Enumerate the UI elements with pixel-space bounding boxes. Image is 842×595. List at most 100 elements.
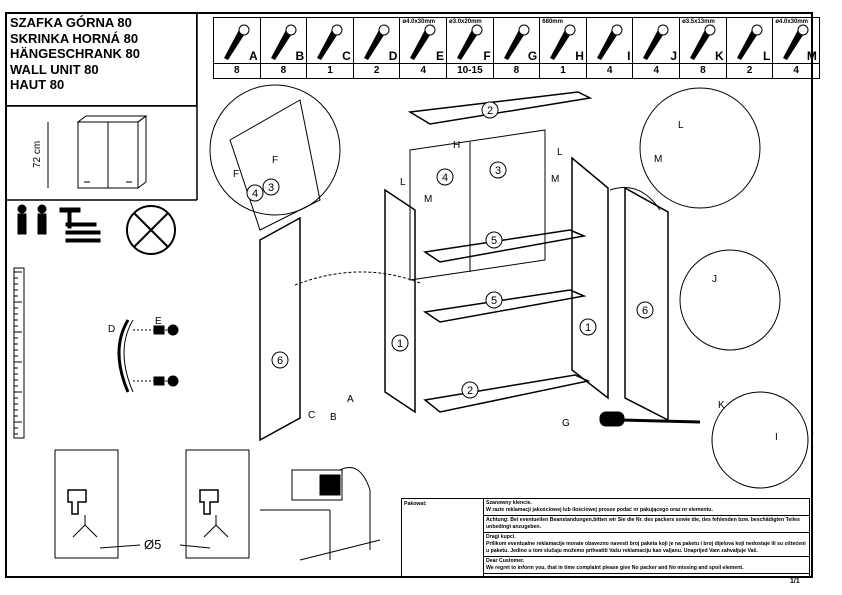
part-quantity: 2 — [726, 63, 773, 78]
part-spec: ø4.0x30mm — [402, 19, 436, 25]
svg-text:1: 1 — [585, 322, 591, 334]
title-line: WALL UNIT 80 — [10, 61, 99, 77]
note-line: Prilikom eventualne reklamacije morate o… — [486, 541, 806, 554]
part-letter: J — [670, 49, 678, 63]
callout-j: J — [712, 274, 717, 285]
part-letter: B — [295, 49, 305, 63]
part-number-1: 1 — [579, 318, 597, 336]
part-quantity: 4 — [773, 63, 819, 78]
part-quantity: 4 — [400, 63, 447, 78]
part-number-3: 3 — [489, 161, 507, 179]
svg-text:6: 6 — [642, 305, 648, 317]
detail-inset-back-panel — [209, 84, 341, 216]
title-line: HÄNGESCHRANK 80 — [10, 46, 141, 61]
callout-l: L — [678, 120, 684, 131]
svg-text:2: 2 — [487, 105, 493, 117]
part-spec: 680mm — [542, 19, 563, 25]
part-letter: H — [575, 49, 584, 63]
cabinet-preview: 72 cm — [32, 115, 148, 189]
svg-text:2: 2 — [467, 385, 473, 397]
part-spec: ø4.0x30mm — [775, 19, 808, 25]
callout-f: F — [233, 169, 239, 180]
drill-template-left — [54, 449, 119, 559]
callout-h: H — [453, 140, 460, 151]
back-panel-3 — [409, 129, 546, 281]
title-line: HAUT 80 — [10, 77, 65, 92]
shelf-5b — [422, 289, 587, 323]
packer-label: Pakowat: — [402, 499, 484, 576]
part-quantity: 8 — [680, 63, 726, 78]
part-quantity: 4 — [586, 63, 633, 78]
ruler — [13, 267, 25, 439]
screw-icon — [690, 24, 716, 60]
callout-l: L — [400, 177, 406, 188]
part-i: I 4 — [586, 18, 634, 78]
screw-icon — [410, 24, 436, 60]
svg-text:5: 5 — [491, 235, 497, 247]
callout-c: C — [308, 410, 315, 421]
part-number-6: 6 — [636, 301, 654, 319]
detail-inset-hinge — [711, 391, 809, 489]
shelf-pin-icon — [503, 24, 530, 60]
callout-k: K — [718, 400, 725, 411]
side-panel-1-right — [571, 156, 609, 400]
part-quantity: 1 — [307, 63, 353, 78]
part-b: B 8 — [260, 18, 308, 78]
note-line: Szanowny klencie. — [486, 500, 532, 506]
part-spec: ø3.0x20mm — [449, 19, 482, 25]
part-letter: F — [483, 49, 491, 63]
allen-key-icon — [317, 24, 343, 60]
part-letter: L — [762, 49, 771, 63]
part-letter: G — [527, 49, 538, 63]
height-label: 72 cm — [32, 141, 43, 168]
part-number-2: 2 — [481, 101, 499, 119]
part-quantity: 1 — [540, 63, 586, 78]
hanger-bracket-icon — [736, 24, 763, 60]
page-frame — [5, 12, 813, 578]
label-e: E — [155, 316, 162, 327]
part-quantity: 8 — [214, 63, 260, 78]
part-letter: E — [436, 49, 445, 63]
part-number-5: 5 — [485, 291, 503, 309]
part-spec: ø3.5x13mm — [682, 19, 715, 25]
label-d: D — [108, 324, 115, 335]
part-m: ø4.0x30mm M 4 — [773, 18, 819, 78]
wooden-dowel-icon — [270, 24, 297, 60]
svg-text:1: 1 — [397, 338, 403, 350]
part-quantity: 10-15 — [447, 63, 493, 78]
detail-inset-hanger — [639, 87, 761, 209]
drill-diameter: Ø5 — [144, 537, 161, 552]
callout-i: I — [775, 432, 778, 443]
part-f: ø3.0x20mm F 10-15 — [447, 18, 494, 78]
callout-f: F — [272, 155, 278, 166]
part-number-5: 5 — [485, 231, 503, 249]
callout-m: M — [654, 154, 662, 165]
hinge-icon — [596, 24, 623, 60]
part-number-6: 6 — [271, 351, 289, 369]
part-quantity: 2 — [353, 63, 400, 78]
note-line: Dragi kupci. — [486, 534, 516, 540]
screw-icon — [457, 24, 483, 60]
back-panel-icon — [550, 24, 576, 60]
callout-m: M — [424, 194, 432, 205]
side-panel-1-left — [384, 188, 416, 414]
no-power-drill-icon — [126, 205, 176, 255]
two-person-tools-icon — [17, 204, 101, 243]
part-number-1: 1 — [391, 334, 409, 352]
part-number-4: 4 — [436, 168, 454, 186]
part-c: C 1 — [307, 18, 354, 78]
svg-text:5: 5 — [491, 295, 497, 307]
callout-m: M — [551, 174, 559, 185]
part-k: ø3.5x13mm K 8 — [680, 18, 727, 78]
handle-detail — [117, 319, 179, 393]
part-letter: K — [715, 49, 724, 63]
note-line: Dear Customer. — [486, 558, 525, 564]
note-line: Achtung: Bei eventuellen Beanstandungen,… — [486, 517, 800, 530]
svg-text:6: 6 — [277, 355, 283, 367]
part-l: L 2 — [726, 18, 774, 78]
note-line: We regret to inform you, that in time co… — [486, 565, 744, 571]
title-line: SZAFKA GÓRNA 80 — [10, 15, 132, 30]
svg-text:3: 3 — [268, 182, 274, 194]
part-letter: I — [627, 49, 631, 63]
